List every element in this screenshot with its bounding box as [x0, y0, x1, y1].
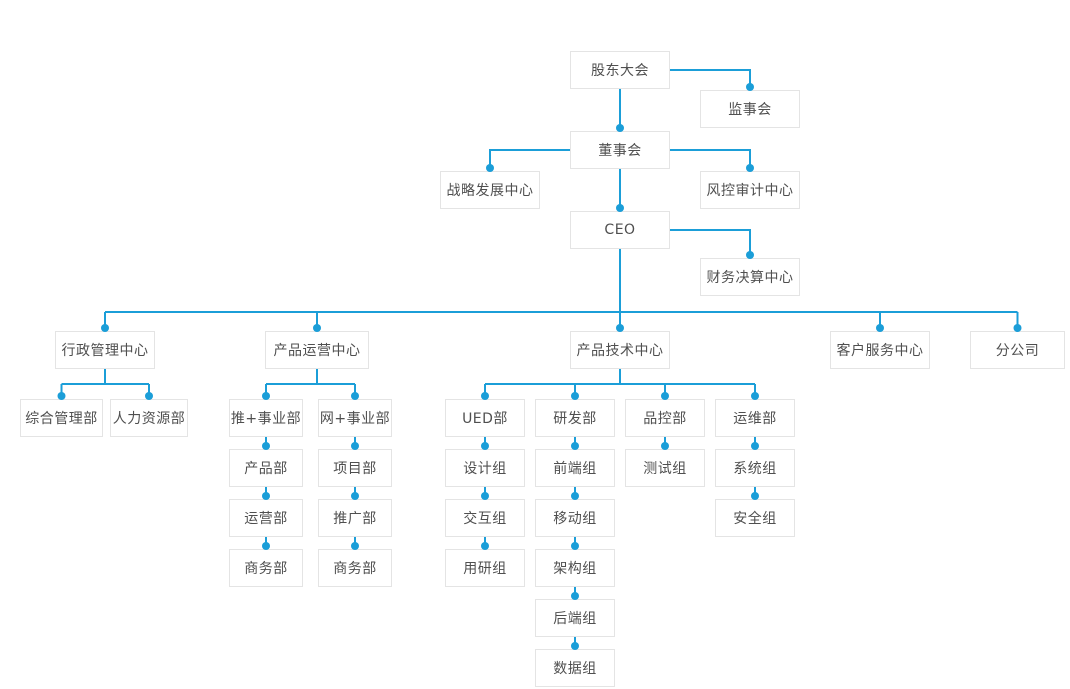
org-node-hr: 人力资源部: [110, 399, 188, 437]
org-node-qc: 品控部: [625, 399, 705, 437]
org-node-security: 安全组: [715, 499, 795, 537]
org-node-finance: 财务决算中心: [700, 258, 800, 296]
org-node-biz_a: 商务部: [229, 549, 303, 587]
org-node-promotion: 推广部: [318, 499, 392, 537]
org-node-test: 测试组: [625, 449, 705, 487]
org-node-service: 客户服务中心: [830, 331, 930, 369]
org-node-product: 产品部: [229, 449, 303, 487]
org-node-admin: 行政管理中心: [55, 331, 155, 369]
org-node-architecture: 架构组: [535, 549, 615, 587]
org-node-system: 系统组: [715, 449, 795, 487]
org-node-rd: 研发部: [535, 399, 615, 437]
org-node-tui: 推+事业部: [229, 399, 303, 437]
org-node-tech: 产品技术中心: [570, 331, 670, 369]
org-node-risk: 风控审计中心: [700, 171, 800, 209]
org-node-data_group: 数据组: [535, 649, 615, 687]
org-node-mobile: 移动组: [535, 499, 615, 537]
org-node-ops: 产品运营中心: [265, 331, 369, 369]
connector-line: [489, 149, 570, 171]
org-node-general: 综合管理部: [20, 399, 103, 437]
org-node-ceo: CEO: [570, 211, 670, 249]
connector-line: [670, 69, 751, 90]
org-node-ued: UED部: [445, 399, 525, 437]
org-node-frontend: 前端组: [535, 449, 615, 487]
org-node-board: 董事会: [570, 131, 670, 169]
org-node-wang: 网+事业部: [318, 399, 392, 437]
org-node-backend: 后端组: [535, 599, 615, 637]
org-node-interaction: 交互组: [445, 499, 525, 537]
org-node-design: 设计组: [445, 449, 525, 487]
connector-line: [670, 149, 751, 171]
org-node-om: 运维部: [715, 399, 795, 437]
org-node-supervisory: 监事会: [700, 90, 800, 128]
org-node-branch: 分公司: [970, 331, 1065, 369]
org-node-strategy: 战略发展中心: [440, 171, 540, 209]
org-node-research: 用研组: [445, 549, 525, 587]
connector-line: [670, 229, 751, 258]
org-node-shareholders: 股东大会: [570, 51, 670, 89]
org-node-operation: 运营部: [229, 499, 303, 537]
org-node-biz_b: 商务部: [318, 549, 392, 587]
org-node-project: 项目部: [318, 449, 392, 487]
